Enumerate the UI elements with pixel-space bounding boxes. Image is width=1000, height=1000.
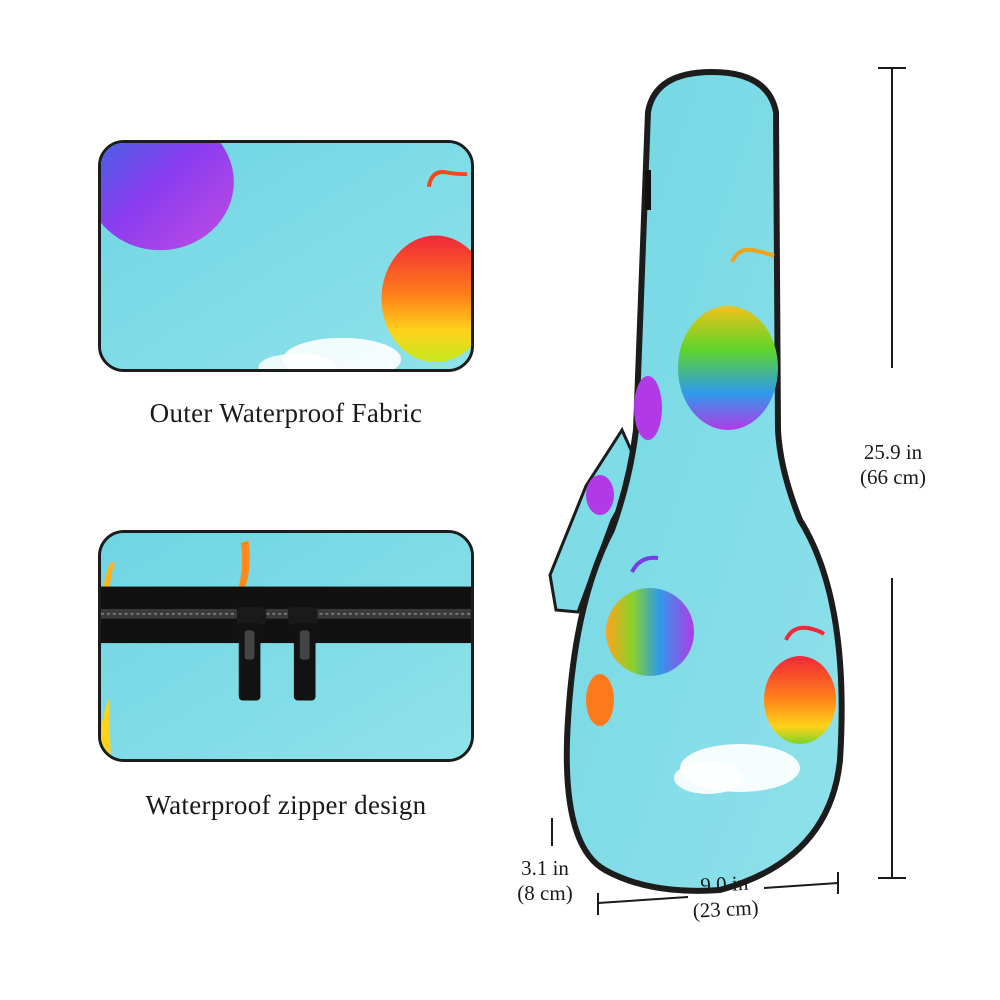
depth-metric: (8 cm) [517, 881, 573, 905]
fabric-closeup-image [98, 140, 474, 372]
height-metric: (66 cm) [860, 465, 926, 489]
depth-dimension: 3.1 in (8 cm) [500, 856, 590, 906]
height-imperial: 25.9 in [863, 440, 923, 464]
zipper-caption: Waterproof zipper design [145, 790, 427, 820]
depth-imperial: 3.1 in [521, 856, 569, 880]
zipper-closeup-image [98, 530, 474, 762]
width-dimension: 9.0 in (23 cm) [659, 869, 791, 926]
height-dimension: 25.9 in (66 cm) [838, 440, 948, 490]
fabric-caption: Outer Waterproof Fabric [149, 398, 423, 428]
